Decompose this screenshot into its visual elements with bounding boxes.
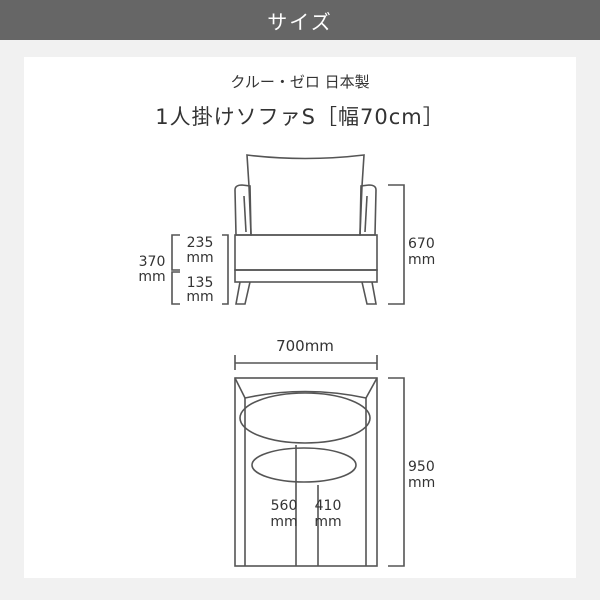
right-arm	[359, 184, 377, 236]
width-dimension-line	[234, 355, 378, 370]
product-title: 1人掛けソファS［幅70cm］	[155, 105, 445, 129]
back-cushion	[246, 154, 365, 236]
product-subtitle: クルー・ゼロ 日本製	[230, 73, 370, 91]
total-height-label: 670 mm	[408, 236, 436, 268]
left-leg	[235, 281, 251, 305]
seat-thickness-label: 235 mm	[186, 235, 214, 266]
front-view	[171, 154, 405, 305]
sofa-base	[234, 269, 378, 283]
base-height-label: 135 mm	[186, 275, 214, 305]
right-leg	[361, 281, 377, 305]
size-diagram-card: クルー・ゼロ 日本製 1人掛けソファS［幅70cm］	[24, 57, 576, 578]
seat-thickness-bracket	[171, 234, 180, 271]
top-view-back	[234, 377, 378, 399]
seat-height-label: 370 mm	[138, 254, 166, 285]
right-arm-detail	[364, 195, 368, 233]
depth-label: 950 mm	[408, 459, 436, 491]
depth-bracket	[388, 377, 405, 567]
top-view	[234, 355, 405, 567]
seat-depth-b-label: 410 mm	[314, 498, 342, 530]
section-title: サイズ	[267, 9, 333, 34]
left-arm	[234, 184, 252, 236]
total-height-bracket	[388, 184, 405, 305]
base-height-bracket	[171, 271, 180, 305]
top-view-back-cushion	[239, 392, 371, 444]
top-view-pillow	[251, 447, 357, 483]
seat-height-bracket	[222, 234, 229, 305]
top-view-outline	[234, 377, 378, 567]
left-arm-detail	[243, 195, 247, 233]
seat-depth-a-label: 560 mm	[270, 498, 298, 530]
width-label: 700mm	[276, 337, 334, 355]
seat-cushion	[234, 234, 378, 271]
section-header: サイズ	[0, 0, 600, 40]
